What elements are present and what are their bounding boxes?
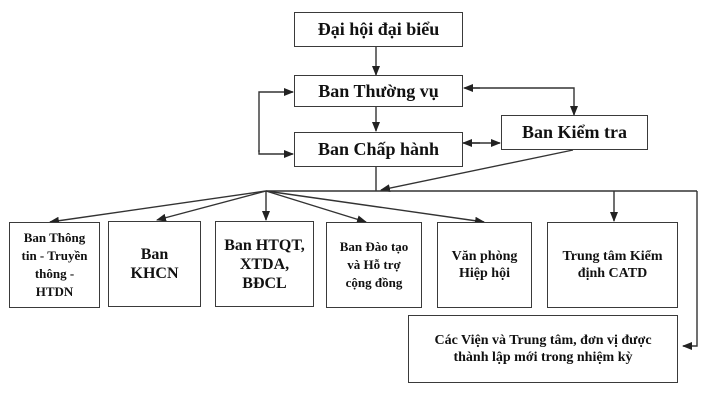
node-htqt: Ban HTQT, XTDA, BĐCL	[215, 221, 314, 307]
node-label: Ban Chấp hành	[317, 139, 440, 159]
edge-left-loop-bottom	[258, 150, 294, 158]
edge-thuongvu-kiemtra	[465, 87, 578, 116]
edge-thongtin	[49, 190, 267, 225]
node-khcn: Ban KHCN	[108, 221, 201, 307]
edge-left-loop-top	[258, 88, 294, 152]
edge-daotao	[265, 190, 367, 224]
node-label: Ban Thường vụ	[318, 80, 439, 101]
node-label-line: Ban HTQT,	[224, 236, 305, 254]
node-label: Đại hội đại biểu	[317, 19, 440, 39]
node-label-line: Các Viện và Trung tâm, đơn vị được	[434, 333, 652, 348]
node-dao-tao: Ban Đào tạo và Hỗ trợ cộng đồng	[326, 222, 422, 308]
node-label-line: định CATD	[577, 266, 648, 281]
node-label-line: XTDA,	[239, 255, 290, 273]
node-kiem-tra: Ban Kiểm tra	[501, 115, 648, 150]
node-dai-hoi: Đại hội đại biểu	[294, 12, 463, 47]
node-label-line: thành lập mới trong nhiệm kỳ	[453, 350, 633, 365]
edge-kiemtra-bus	[380, 149, 574, 193]
node-thong-tin: Ban Thông tin - Truyền thông - HTDN	[9, 222, 100, 308]
node-van-phong: Văn phòng Hiệp hội	[437, 222, 532, 308]
node-label-line: Văn phòng	[451, 249, 518, 264]
node-label-line: Ban	[140, 246, 169, 263]
node-label-line: và Hỗ trợ	[347, 257, 401, 272]
node-trung-tam: Trung tâm Kiểm định CATD	[547, 222, 678, 308]
node-label: Ban Kiểm tra	[522, 122, 627, 142]
node-label-line: thông -	[34, 266, 75, 281]
node-label-line: Ban Đào tạo	[339, 239, 409, 254]
node-label-line: HTDN	[35, 284, 74, 299]
node-chap-hanh: Ban Chấp hành	[294, 132, 463, 167]
node-vien: Các Viện và Trung tâm, đơn vị được thành…	[408, 315, 678, 383]
edge-vien	[682, 191, 698, 350]
node-label-line: cộng đồng	[345, 275, 403, 290]
node-label-line: Hiệp hội	[459, 266, 510, 281]
node-label-line: Trung tâm Kiểm	[562, 249, 663, 264]
edge-khcn	[156, 190, 267, 222]
node-label-line: KHCN	[130, 265, 179, 282]
edge-vanphong	[265, 190, 485, 225]
node-thuong-vu: Ban Thường vụ	[294, 75, 463, 107]
node-label-line: Ban Thông	[23, 230, 86, 245]
node-label-line: tin - Truyền	[21, 248, 88, 263]
node-label-line: BĐCL	[242, 274, 287, 292]
